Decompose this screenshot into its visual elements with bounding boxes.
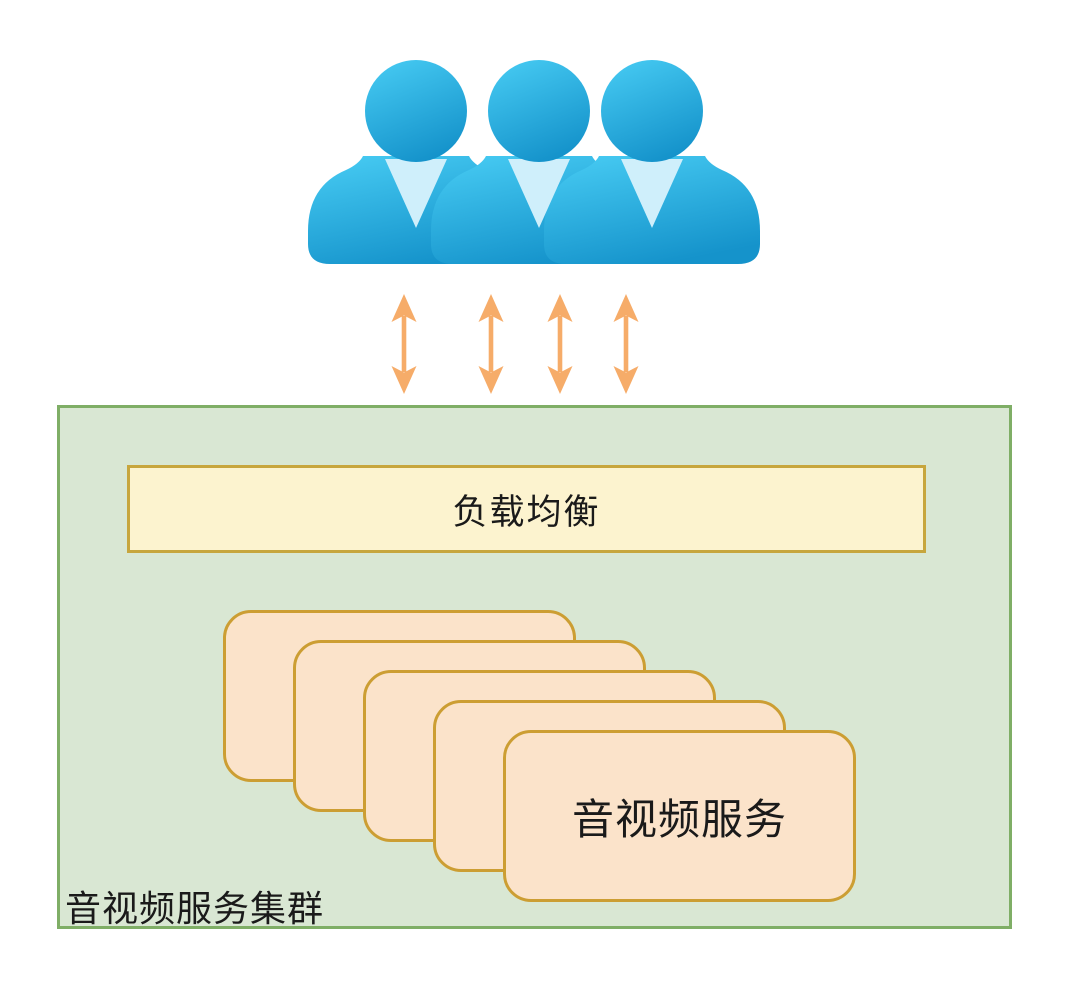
person-head xyxy=(365,60,467,162)
person-head xyxy=(601,60,703,162)
service-card-label: 音视频服务 xyxy=(571,795,787,843)
load-balancer-box: 负载均衡 xyxy=(127,465,926,553)
double-arrow-vertical-icon xyxy=(391,294,417,394)
person-collar xyxy=(508,159,570,228)
cluster-label: 音视频服务集群 xyxy=(65,888,325,929)
person-collar xyxy=(621,159,683,228)
double-arrow-vertical-icon xyxy=(478,294,504,394)
double-arrow-vertical-icon xyxy=(547,294,573,394)
person-head xyxy=(488,60,590,162)
service-card-front: 音视频服务 xyxy=(503,730,856,902)
person-collar xyxy=(385,159,447,228)
load-balancer-label: 负载均衡 xyxy=(452,492,601,532)
users-group-icon xyxy=(308,60,760,264)
double-arrow-vertical-icon xyxy=(613,294,639,394)
